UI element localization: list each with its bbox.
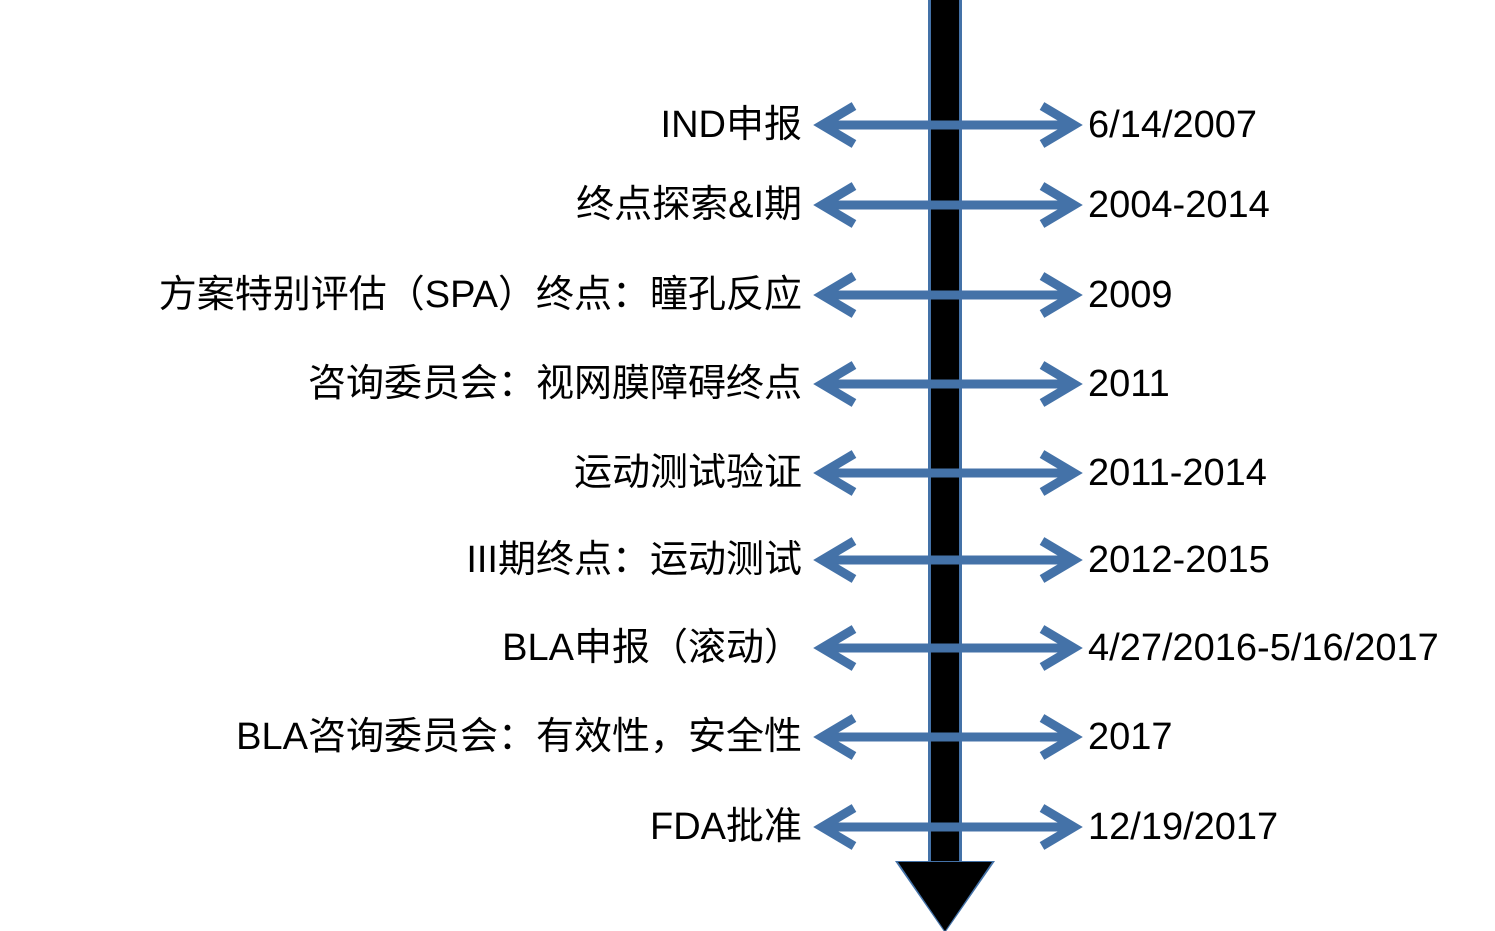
timeline-date-label: 2004-2014: [1088, 184, 1270, 226]
timeline-milestone-label: 方案特别评估（SPA）终点：瞳孔反应: [158, 274, 802, 316]
timeline-date-label: 2011: [1088, 363, 1170, 405]
double-headed-arrow-icon: [812, 356, 1084, 412]
timeline-row: BLA咨询委员会：有效性，安全性 2017: [0, 709, 1495, 765]
double-headed-arrow-icon: [812, 177, 1084, 233]
timeline-row: 终点探索&I期 2004-2014: [0, 177, 1495, 233]
timeline-row: 运动测试验证 2011-2014: [0, 445, 1495, 501]
timeline-date-label: 4/27/2016-5/16/2017: [1088, 627, 1439, 669]
double-headed-arrow-icon: [812, 267, 1084, 323]
timeline-axis-bar: [928, 0, 962, 868]
timeline-milestone-label: IND申报: [660, 104, 802, 146]
timeline-date-label: 6/14/2007: [1088, 104, 1258, 146]
double-headed-arrow-icon: [812, 709, 1084, 765]
double-headed-arrow-icon: [812, 799, 1084, 855]
timeline-milestone-label: III期终点：运动测试: [466, 539, 802, 581]
timeline-milestone-label: 运动测试验证: [573, 452, 802, 494]
double-headed-arrow-icon: [812, 97, 1084, 153]
timeline-milestone-label: 咨询委员会：视网膜障碍终点: [307, 363, 802, 405]
timeline-milestone-label: BLA咨询委员会：有效性，安全性: [236, 716, 802, 758]
timeline-date-label: 2011-2014: [1088, 452, 1267, 494]
timeline-date-label: 12/19/2017: [1088, 806, 1279, 848]
timeline-row: 咨询委员会：视网膜障碍终点 2011: [0, 356, 1495, 412]
timeline-milestone-label: 终点探索&I期: [576, 184, 802, 226]
timeline-row: FDA批准 12/19/2017: [0, 799, 1495, 855]
double-headed-arrow-icon: [812, 445, 1084, 501]
timeline-date-label: 2017: [1088, 716, 1173, 758]
double-headed-arrow-icon: [812, 532, 1084, 588]
timeline-date-label: 2009: [1088, 274, 1173, 316]
timeline-row: III期终点：运动测试 2012-2015: [0, 532, 1495, 588]
timeline-milestone-label: FDA批准: [649, 806, 802, 848]
timeline-axis-arrowhead-icon: [898, 862, 992, 931]
double-headed-arrow-icon: [812, 620, 1084, 676]
timeline-row: BLA申报（滚动） 4/27/2016-5/16/2017: [0, 620, 1495, 676]
timeline-row: IND申报 6/14/2007: [0, 97, 1495, 153]
timeline-milestone-label: BLA申报（滚动）: [502, 627, 802, 669]
timeline-row: 方案特别评估（SPA）终点：瞳孔反应 2009: [0, 267, 1495, 323]
timeline-date-label: 2012-2015: [1088, 539, 1270, 581]
